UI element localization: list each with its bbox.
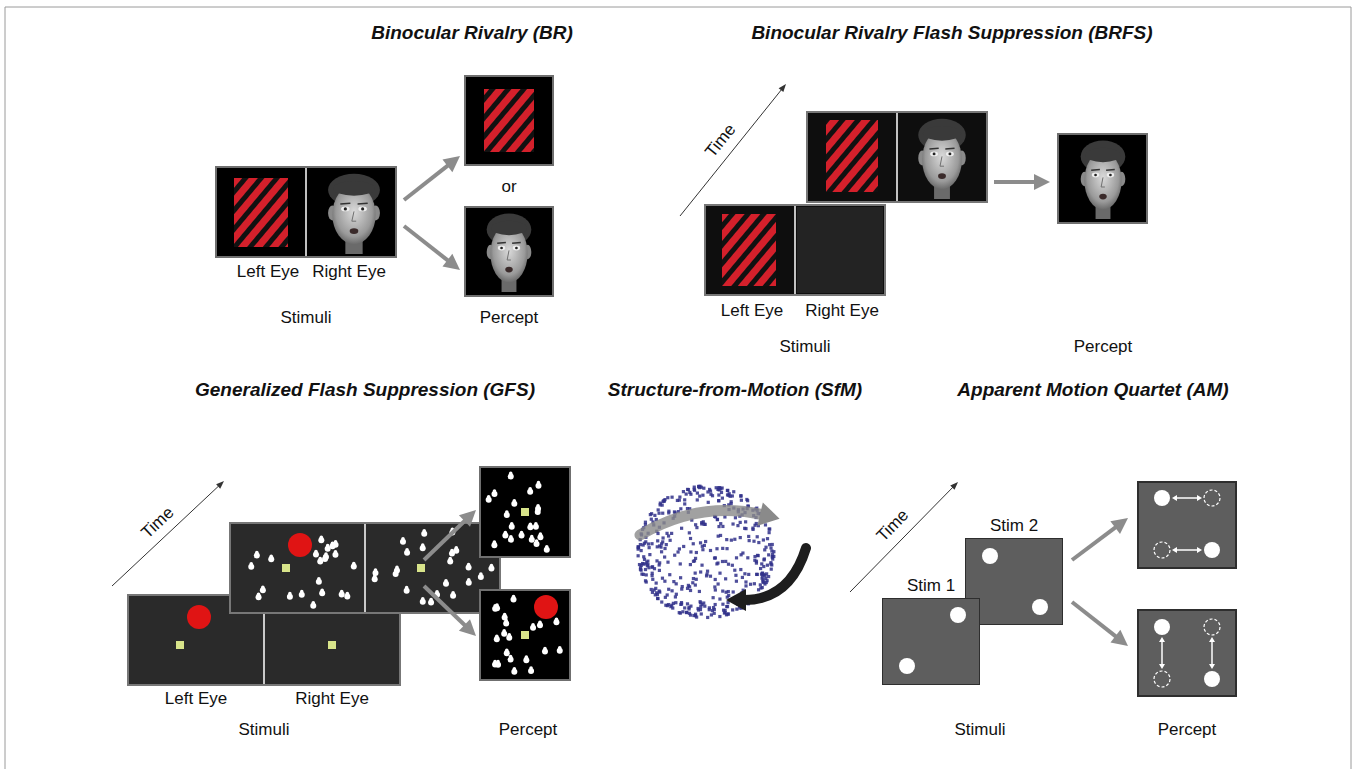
percept-arrow <box>1072 602 1128 646</box>
percept-frame <box>480 467 570 557</box>
empty-position <box>1204 490 1220 506</box>
dot-display <box>966 539 1064 626</box>
stimulus-frame <box>705 205 885 295</box>
percept-arrow <box>994 174 1050 190</box>
percept-arrow <box>404 156 460 200</box>
dot <box>899 658 915 674</box>
face-stimulus <box>1081 141 1126 219</box>
time-arrow <box>850 482 958 592</box>
or-label: or <box>501 177 516 197</box>
panel-title: Structure-from-Motion (SfM) <box>608 379 862 402</box>
fixation-square <box>417 564 425 572</box>
percept-arrow <box>1072 518 1128 560</box>
stimulus-frame <box>807 112 987 202</box>
section-label: Stimuli <box>779 337 830 357</box>
rotation-arrow <box>640 502 780 535</box>
fixation-square <box>176 641 184 649</box>
section-label: Percept <box>1158 720 1217 740</box>
dot <box>1154 490 1170 506</box>
time-label: Time <box>702 120 741 162</box>
stimulus-frame <box>216 167 396 257</box>
eye-divider <box>305 168 307 256</box>
section-label: Stimuli <box>954 720 1005 740</box>
section-label: Stimuli <box>280 308 331 328</box>
section-label: Stimuli <box>238 720 289 740</box>
empty-position <box>1154 542 1170 558</box>
face-stimulus <box>487 214 532 292</box>
dot <box>1032 599 1048 615</box>
target-dot <box>187 605 211 629</box>
dot <box>1204 671 1220 687</box>
time-arrow <box>112 481 224 586</box>
dot-display <box>883 599 981 686</box>
eye-divider <box>794 206 796 294</box>
section-label: Percept <box>480 308 539 328</box>
eye-label: Left Eye <box>721 301 783 321</box>
empty-position <box>1204 619 1220 635</box>
grating-stimulus <box>826 120 878 192</box>
panel-title: Apparent Motion Quartet (AM) <box>957 379 1228 402</box>
eye-label: Left Eye <box>237 262 299 282</box>
percept-frame <box>465 207 553 296</box>
motion-arrow <box>1209 637 1215 669</box>
time-label: Time <box>873 506 914 547</box>
target-dot <box>288 533 312 557</box>
motion-arrow <box>1172 495 1202 501</box>
percept-frame <box>465 76 553 165</box>
fixation-square <box>328 641 336 649</box>
motion-arrow <box>1159 637 1165 669</box>
fixation-square <box>521 631 529 639</box>
eye-label: Right Eye <box>805 301 879 321</box>
percept-frame <box>480 590 570 680</box>
eye-label: Right Eye <box>312 262 386 282</box>
grating-stimulus <box>484 89 534 152</box>
empty-position <box>1154 671 1170 687</box>
percept-arrow <box>404 226 460 270</box>
eye-divider <box>896 113 898 201</box>
eye-divider <box>364 524 366 612</box>
panel-title: Binocular Rivalry Flash Suppression (BRF… <box>751 22 1152 45</box>
fixation-square <box>521 508 529 516</box>
panel-title: Generalized Flash Suppression (GFS) <box>195 379 535 402</box>
percept-arrow <box>424 586 476 636</box>
blank-half <box>797 207 883 293</box>
grating-stimulus <box>234 178 288 247</box>
target-dot <box>534 595 558 619</box>
face-stimulus <box>328 174 380 254</box>
rotation-arrow <box>726 548 806 611</box>
figure-frame <box>5 7 1351 769</box>
percept-arrow <box>424 510 476 560</box>
stimulus-frame: Stim 1 <box>882 598 980 685</box>
panel-title: Binocular Rivalry (BR) <box>371 22 573 45</box>
percept-frame <box>1138 610 1236 696</box>
time-arrow <box>680 84 786 216</box>
stimulus-label: Stim 2 <box>990 516 1038 536</box>
section-label: Percept <box>499 720 558 740</box>
motion-arrow <box>1172 547 1202 553</box>
percept-frame <box>1058 134 1147 223</box>
dot <box>950 607 966 623</box>
fixation-square <box>282 564 290 572</box>
dot-field <box>492 595 563 675</box>
section-label: Percept <box>1074 337 1133 357</box>
eye-label: Right Eye <box>295 689 369 709</box>
grating-stimulus <box>722 214 776 286</box>
time-label: Time <box>137 502 178 542</box>
stimulus-frame <box>230 523 500 613</box>
dot <box>1204 542 1220 558</box>
eye-label: Left Eye <box>165 689 227 709</box>
dot-field <box>486 472 550 553</box>
percept-frame <box>1138 482 1236 568</box>
dot <box>982 548 998 564</box>
dot <box>1154 619 1170 635</box>
stimulus-label: Stim 1 <box>907 576 955 596</box>
face-stimulus <box>918 119 966 199</box>
